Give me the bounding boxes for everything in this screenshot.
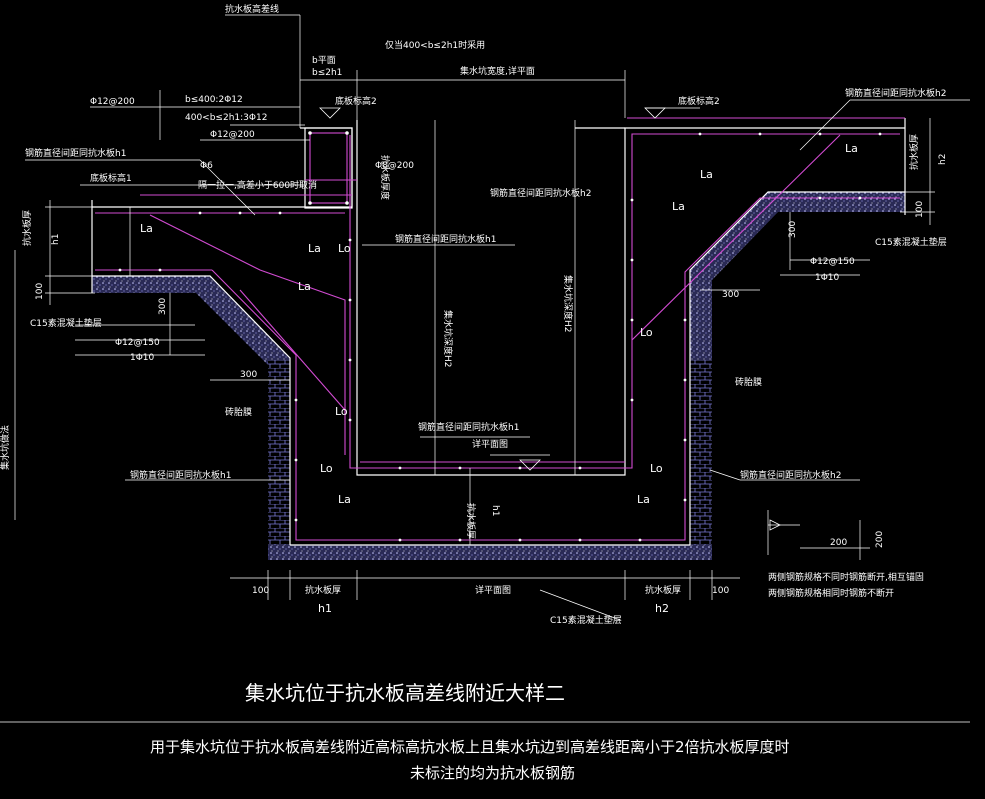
subtitle-1: 用于集水坑位于抗水板高差线附近高标高抗水板上且集水坑边到高差线距离小于2倍抗水板… (150, 738, 790, 756)
label-b-flat: b平面 (312, 55, 336, 66)
label-la-8: La (845, 142, 858, 155)
label-thk-right: 抗水板厚 (908, 134, 920, 170)
label-wall-thk-v: 抗水板厚度 (379, 155, 391, 200)
label-dim200: 200 (830, 538, 847, 548)
label-dim300-right2: 300 (722, 290, 739, 300)
label-dim300-bottom-left: 300 (240, 370, 257, 380)
label-pit-width: 集水坑宽度,详平面 (460, 65, 535, 77)
label-lo-2: Lo (335, 405, 348, 418)
label-brick-right: 砖胎膜 (735, 376, 762, 388)
label-c15-left: C15素混凝土垫层 (30, 317, 102, 329)
label-la-7: La (672, 200, 685, 213)
dimension-lines (0, 14, 970, 723)
label-rebar-h1-mid: 钢筋直径间距同抗水板h1 (395, 233, 496, 245)
label-la-4: La (338, 493, 351, 506)
label-rebar-h1-left: 钢筋直径间距同抗水板h1 (25, 147, 126, 159)
label-bottom-elev1: 底板标高1 (90, 172, 132, 184)
structure-outline (91, 118, 906, 546)
elevation-markers (319, 107, 666, 471)
label-la-6: La (700, 168, 713, 181)
label-one-phi10-left: 1Φ10 (130, 353, 155, 363)
label-phi12-200-a: Φ12@200 (90, 97, 135, 107)
label-phi12-150-left: Φ12@150 (115, 338, 160, 348)
label-only-when: 仅当400<b≤2h1时采用 (385, 39, 485, 51)
label-c15-bottom: C15素混凝土垫层 (550, 614, 622, 626)
label-dim300-left: 300 (158, 298, 168, 315)
label-la-3: La (298, 280, 311, 293)
label-lo-3: Lo (320, 462, 333, 475)
label-one-phi10-right: 1Φ10 (815, 273, 840, 283)
label-la-5: La (637, 493, 650, 506)
label-lo-4: Lo (650, 462, 663, 475)
label-note2: 两侧钢筋规格相同时钢筋不断开 (768, 587, 894, 599)
label-rebar-h1-bottom: 钢筋直径间距同抗水板h1 (130, 469, 231, 481)
label-h1-floor: h1 (490, 505, 500, 516)
label-note1: 两侧钢筋规格不同时钢筋断开,相互锚固 (768, 571, 924, 583)
label-dim100-right: 100 (915, 201, 925, 218)
label-bd-h2: h2 (655, 602, 669, 615)
label-brick-left: 砖胎膜 (225, 406, 252, 418)
subtitle-2: 未标注的均为抗水板钢筋 (410, 764, 575, 782)
label-bottom-elev2-right: 底板标高2 (678, 95, 720, 107)
label-h1-left: h1 (51, 234, 61, 245)
label-bd-plan: 详平面图 (475, 584, 511, 596)
label-bd-thk-right: 抗水板厚 (645, 584, 681, 596)
rebar-dots (118, 131, 882, 542)
label-lo-5: Lo (640, 326, 653, 339)
label-dim100-left: 100 (35, 283, 45, 300)
brick-mold (268, 360, 712, 545)
label-lo-1: Lo (338, 242, 351, 255)
label-rebar-h2-right: 钢筋直径间距同抗水板h2 (845, 87, 946, 99)
label-phi8-200: Φ8@200 (375, 161, 414, 171)
label-b-mid: 400<b≤2h1:3Φ12 (185, 113, 267, 123)
label-thk-floor: 抗水板厚 (465, 503, 477, 539)
label-phi12-150-right: Φ12@150 (810, 257, 855, 267)
label-thk-left: 抗水板厚 (21, 210, 33, 246)
label-b-le-2h1: b≤2h1 (312, 68, 342, 78)
label-c15-right: C15素混凝土垫层 (875, 236, 947, 248)
label-la-2: La (308, 242, 321, 255)
label-h2-right: h2 (938, 154, 948, 165)
label-phi6: Φ6 (200, 161, 213, 171)
label-b-le-400: b≤400:2Φ12 (185, 95, 243, 105)
annotations: 抗水板高差线 b平面 b≤2h1 仅当400<b≤2h1时采用 集水坑宽度,详平… (0, 3, 948, 782)
label-bd100-left: 100 (252, 586, 269, 596)
label-rebar-h2-mid: 钢筋直径间距同抗水板h2 (490, 187, 591, 199)
label-dim300-right: 300 (788, 221, 798, 238)
label-rebar-h1-floor: 钢筋直径间距同抗水板h1 (418, 421, 519, 433)
label-left-margin: 集水坑做法 (0, 425, 11, 470)
label-bd-h1: h1 (318, 602, 332, 615)
label-bd-thk-left: 抗水板厚 (305, 584, 341, 596)
label-dim200v: 200 (875, 531, 885, 548)
label-see-plan: 详平面图 (472, 438, 508, 450)
label-step-line: 抗水板高差线 (225, 3, 279, 15)
label-tie-note: 隔一拉一,高差小于600时取消 (198, 179, 317, 191)
label-pit-depth-h2: 集水坑深度H2 (442, 310, 454, 368)
label-bottom-elev2-mid: 底板标高2 (335, 95, 377, 107)
label-rebar-h2-side: 钢筋直径间距同抗水板h2 (740, 469, 841, 481)
rebar-lines (95, 117, 905, 541)
label-pit-depth-h2b: 集水坑深度H2 (562, 275, 574, 333)
label-phi12-200-b: Φ12@200 (210, 130, 255, 140)
label-la-1: La (140, 222, 153, 235)
direction-arrow (769, 519, 781, 531)
label-bd100-right: 100 (712, 586, 729, 596)
main-title: 集水坑位于抗水板高差线附近大样二 (245, 681, 565, 705)
